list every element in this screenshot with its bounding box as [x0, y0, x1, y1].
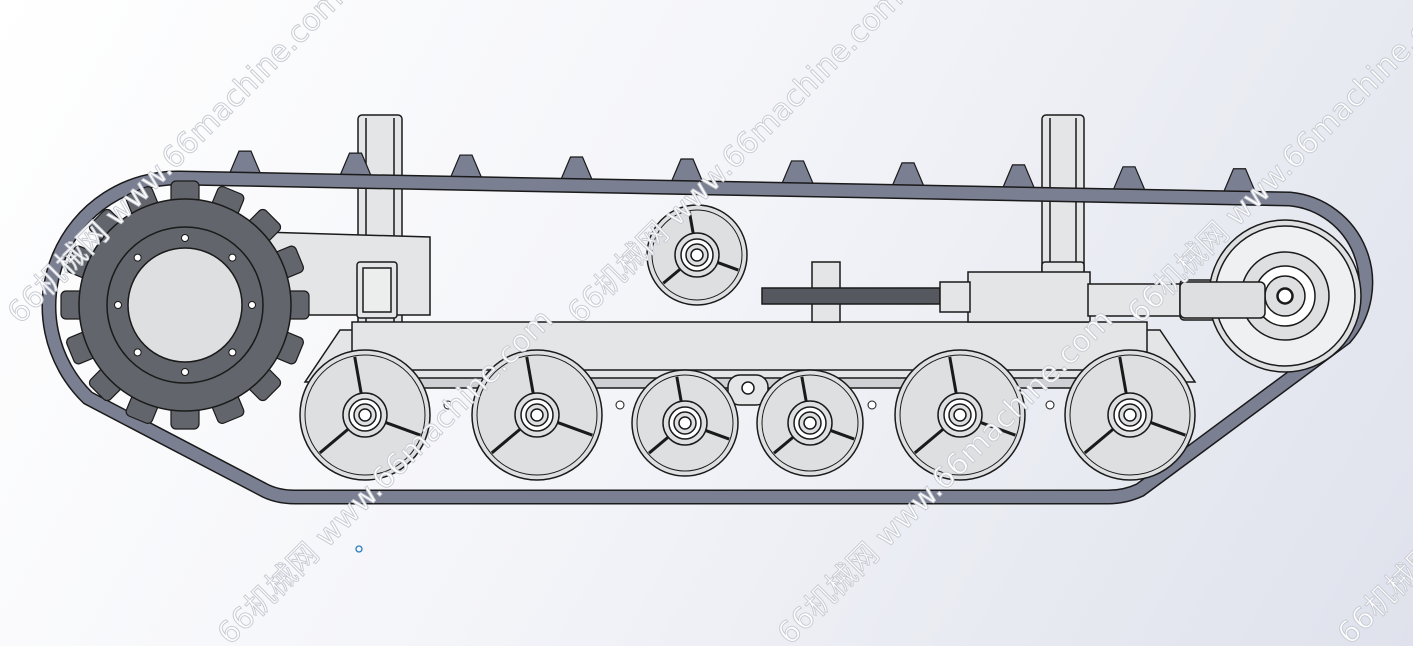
wheel-hub: [358, 408, 372, 422]
bolt-hole: [228, 253, 237, 262]
axle-hole: [867, 400, 877, 410]
sprocket-hub: [127, 247, 243, 363]
idler-pin: [1277, 288, 1293, 304]
road-wheel: [894, 349, 1026, 481]
wheel-spoke: [353, 356, 364, 396]
wheel-hub: [690, 248, 704, 262]
wheel-spoke: [913, 426, 946, 455]
wheel-spoke: [648, 434, 671, 455]
sprocket-ring: [106, 226, 264, 384]
wheel-spoke: [773, 434, 796, 455]
wheel-rim-inner: [1069, 354, 1191, 476]
wheel-spoke: [703, 428, 730, 441]
wheel-spoke: [978, 420, 1016, 437]
track-band: [42, 171, 1372, 503]
wheel-hub: [530, 408, 544, 422]
road-wheel: [299, 349, 431, 481]
wheel-spoke: [800, 376, 809, 404]
wheel-hub: [803, 416, 817, 430]
wheel-rim-inner: [899, 354, 1021, 476]
wheel-spoke: [1083, 426, 1116, 455]
wheel-spoke: [675, 376, 684, 404]
tensioner-housing: [967, 271, 1091, 323]
wheel-spoke: [715, 260, 739, 272]
road-wheel: [1064, 349, 1196, 481]
axle-hole: [615, 400, 625, 410]
drive-sprocket: [60, 180, 310, 430]
top-roller: [646, 204, 748, 306]
idler-arm: [1179, 281, 1266, 319]
wheel-spoke: [948, 356, 959, 396]
bolt-hole: [228, 348, 237, 357]
bolt-hole: [181, 234, 189, 242]
watermark-text: 66机械网 www.66machine.com: [1331, 302, 1413, 646]
wheel-hub: [1123, 408, 1137, 422]
wheel-rim-inner: [761, 374, 859, 472]
wheel-rim-inner: [651, 209, 743, 301]
wheel-spoke: [687, 211, 696, 236]
origin-marker: [355, 545, 363, 553]
road-wheel: [631, 369, 739, 477]
wheel-spoke: [555, 420, 593, 437]
wheel-hub: [953, 408, 967, 422]
wheel-spoke: [525, 356, 536, 396]
bolt-hole: [248, 301, 256, 309]
axle-hole: [443, 400, 453, 410]
road-wheel: [756, 369, 864, 477]
road-wheel: [471, 349, 603, 481]
bolt-hole: [114, 301, 122, 309]
wheel-spoke: [1118, 356, 1129, 396]
wheel-spoke: [490, 426, 523, 455]
main-beam: [351, 321, 1148, 371]
wheel-hub: [678, 416, 692, 430]
wheels: [60, 180, 1362, 481]
axle-hole: [1045, 400, 1055, 410]
wheel-spoke: [662, 266, 683, 285]
tension-screw: [761, 287, 941, 305]
rubber-track: [41, 150, 1374, 505]
wheel-rim-inner: [304, 354, 426, 476]
wheel-spoke: [828, 428, 855, 441]
bolt-hole: [133, 348, 142, 357]
idler-wheel: [1179, 219, 1362, 373]
wheel-spoke: [383, 420, 421, 437]
bolt-hole: [133, 253, 142, 262]
wheel-rim-inner: [476, 354, 598, 476]
wheel-spoke: [318, 426, 351, 455]
bolt-hole: [181, 368, 189, 376]
wheel-rim-inner: [636, 374, 734, 472]
wheel-spoke: [1148, 420, 1186, 437]
